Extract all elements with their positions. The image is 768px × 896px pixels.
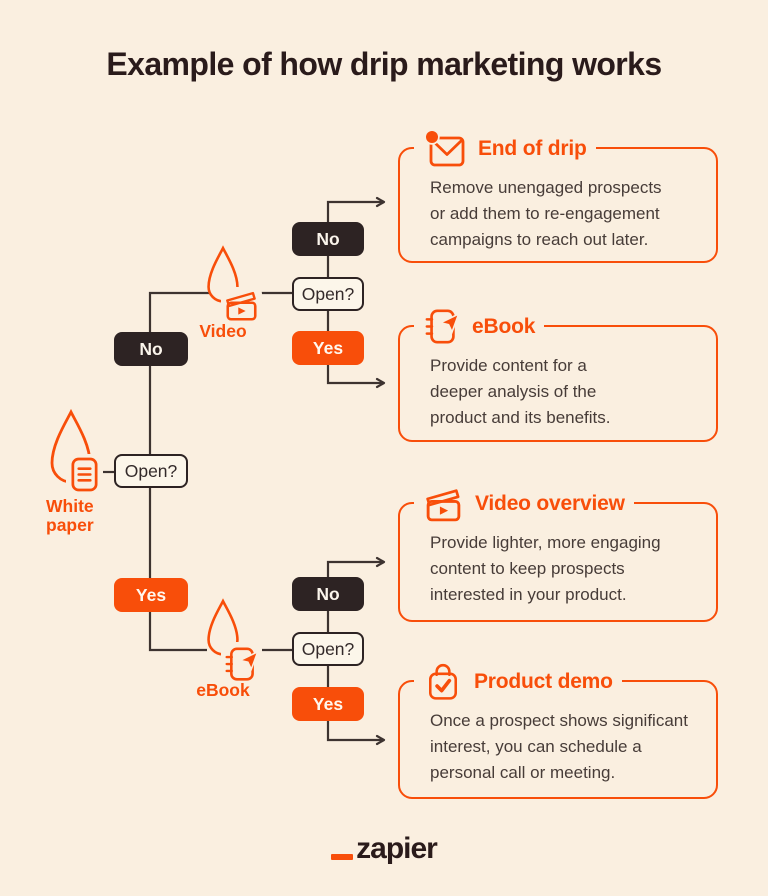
ebook-cursor-icon xyxy=(225,647,260,681)
decision-box-ebook-open: Open? xyxy=(292,632,364,666)
zapier-logo-underscore xyxy=(331,854,354,860)
card-video-overview: Video overview Provide lighter, more eng… xyxy=(398,483,718,622)
video-label: Video xyxy=(199,321,247,341)
decision-box-video-open: Open? xyxy=(292,277,364,311)
decision-box-whitepaper-no: No xyxy=(114,332,188,366)
decision-box-whitepaper-open: Open? xyxy=(114,454,188,488)
zapier-logo-text: zapier xyxy=(356,832,438,865)
ebook-cursor-icon xyxy=(423,306,461,348)
ebook-label: eBook xyxy=(196,680,250,700)
card-title: Product demo xyxy=(474,670,613,693)
card-title: Video overview xyxy=(475,492,625,515)
decision-box-video-yes: Yes xyxy=(292,331,364,365)
card-body: Provide lighter, more engaging content t… xyxy=(430,533,661,604)
video-clapper-icon xyxy=(226,291,257,321)
decision-box-video-no: No xyxy=(292,222,364,256)
card-end-of-drip: End of drip Remove unengaged prospects o… xyxy=(398,128,718,263)
card-title: End of drip xyxy=(478,137,587,160)
ebook-node xyxy=(204,598,262,687)
bag-check-icon xyxy=(423,661,463,703)
decision-box-ebook-yes: Yes xyxy=(292,687,364,721)
card-product-demo: Product demo Once a prospect shows signi… xyxy=(398,661,718,799)
decision-box-whitepaper-yes: Yes xyxy=(114,578,188,612)
video-clapper-icon xyxy=(423,486,464,523)
white-paper-node xyxy=(46,408,103,497)
card-body: Once a prospect shows significant intere… xyxy=(430,711,688,782)
card-body: Provide content for a deeper analysis of… xyxy=(430,356,611,427)
document-icon xyxy=(71,457,98,492)
card-title: eBook xyxy=(472,315,536,338)
decision-box-ebook-no: No xyxy=(292,577,364,611)
zapier-logo: zapier xyxy=(0,834,768,864)
page-title: Example of how drip marketing works xyxy=(106,46,662,82)
envelope-dot-icon xyxy=(423,129,467,169)
white-paper-label: White paper xyxy=(46,496,94,535)
card-ebook: eBook Provide content for a deeper analy… xyxy=(398,306,718,442)
video-node xyxy=(204,245,262,324)
card-body: Remove unengaged prospects or add them t… xyxy=(430,178,662,249)
